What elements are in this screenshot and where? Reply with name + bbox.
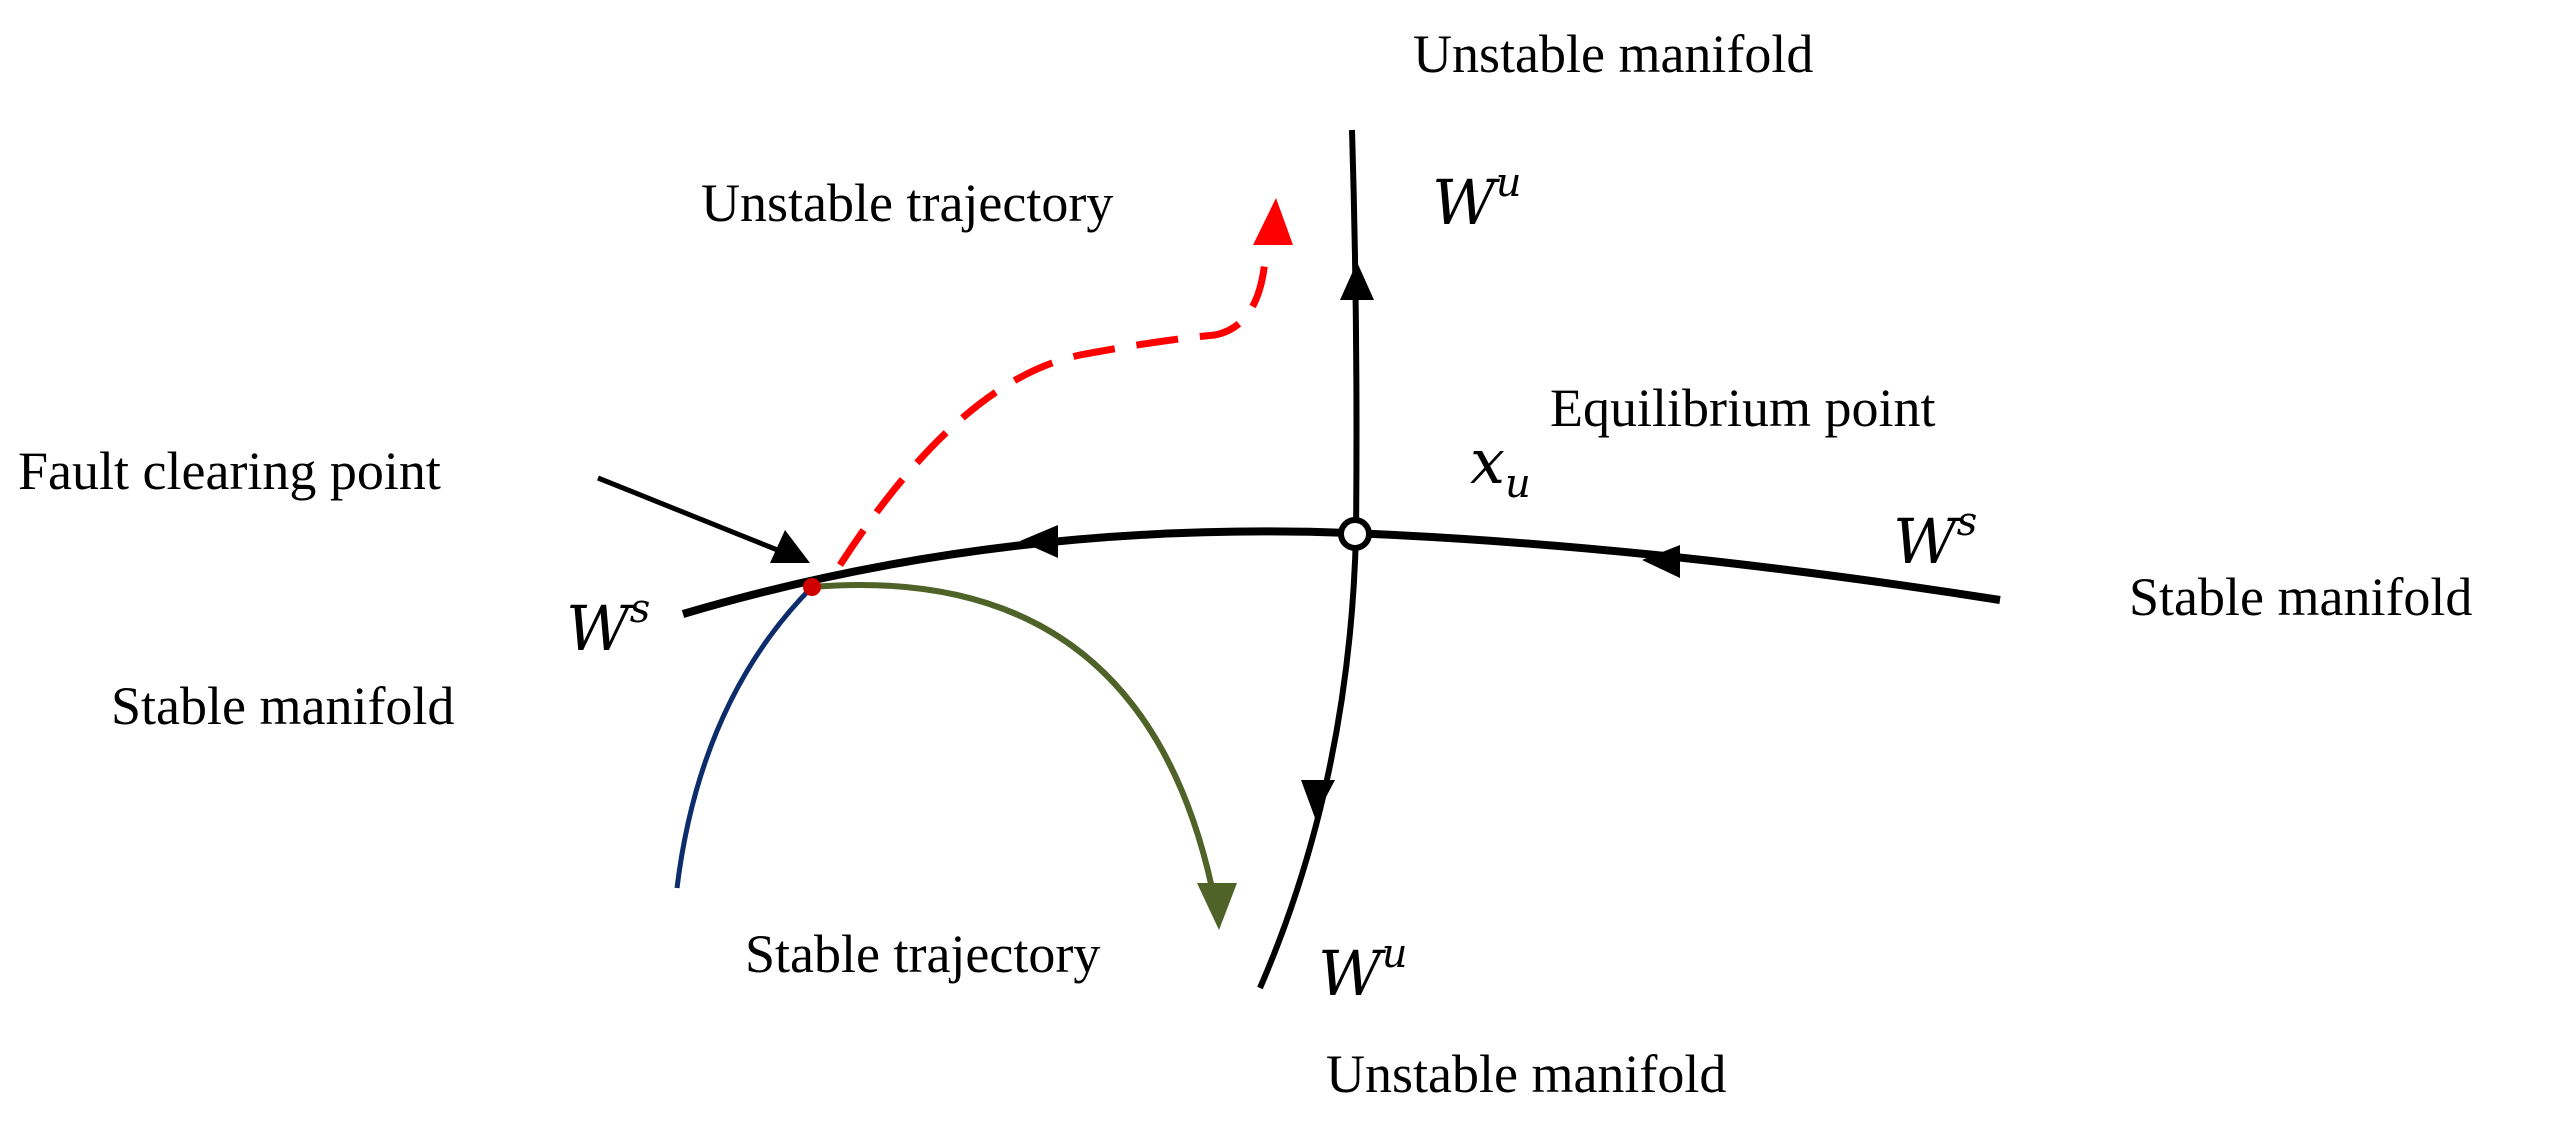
unstable-manifold-bottom-label: Unstable manifold bbox=[1326, 1044, 1726, 1104]
fault-clearing-point-label: Fault clearing point bbox=[18, 441, 441, 501]
unstable-trajectory-curve bbox=[837, 239, 1270, 567]
stable-manifold-left-label: Stable manifold bbox=[111, 676, 454, 736]
fault-clearing-pointer-arrowhead bbox=[770, 530, 810, 563]
fault-clearing-pointer-line bbox=[597, 475, 781, 554]
pre-fault-trajectory bbox=[674, 585, 814, 889]
unstable-trajectory-arrowhead bbox=[1253, 198, 1293, 245]
unstable-manifold-curve bbox=[1257, 129, 1360, 990]
stable-trajectory-curve bbox=[811, 581, 1215, 889]
unstable-manifold-top-label: Unstable manifold bbox=[1413, 24, 1813, 84]
ws-right-symbol: Ws bbox=[1893, 499, 1977, 578]
stable-manifold-arrow-left bbox=[1020, 525, 1058, 558]
stable-manifold-right-label: Stable manifold bbox=[2129, 567, 2472, 627]
wu-bottom-symbol: Wu bbox=[1318, 931, 1408, 1010]
stable-trajectory-arrowhead bbox=[1197, 883, 1237, 930]
unstable-manifold-arrow-up bbox=[1340, 262, 1374, 300]
fault-clearing-point-marker bbox=[803, 578, 821, 596]
unstable-trajectory-label: Unstable trajectory bbox=[701, 173, 1113, 233]
stable-manifold-arrow-right bbox=[1642, 545, 1680, 578]
stable-trajectory-label: Stable trajectory bbox=[745, 924, 1100, 984]
xu-symbol: xu bbox=[1470, 425, 1531, 507]
equilibrium-point-marker bbox=[1338, 517, 1372, 551]
unstable-manifold-arrow-down bbox=[1301, 780, 1335, 818]
ws-left-symbol: Ws bbox=[566, 586, 650, 665]
equilibrium-point-label: Equilibrium point bbox=[1550, 378, 1936, 438]
wu-top-symbol: Wu bbox=[1432, 160, 1522, 239]
